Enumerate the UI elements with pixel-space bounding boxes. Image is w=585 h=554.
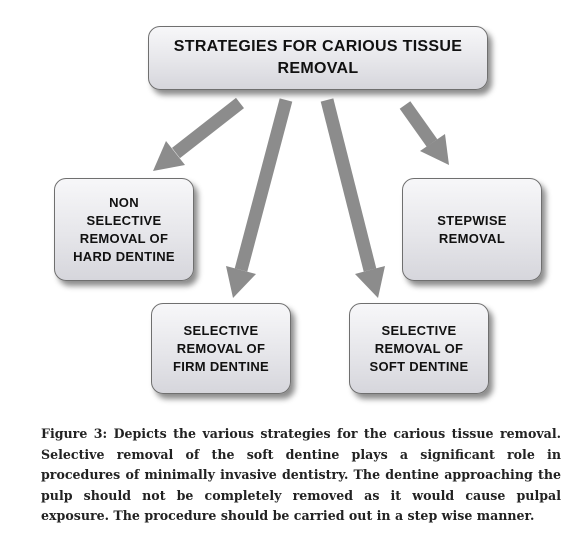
node-stepwise-label: STEPWISE REMOVAL [437, 212, 507, 246]
node-soft-dentine: SELECTIVE REMOVAL OF SOFT DENTINE [349, 303, 489, 394]
arrow-to-firm [226, 98, 293, 298]
node-firm-dentine: SELECTIVE REMOVAL OF FIRM DENTINE [151, 303, 291, 394]
arrow-to-stepwise [399, 101, 449, 165]
arrow-to-nonselective [153, 97, 245, 171]
arrows-layer [153, 97, 449, 298]
node-soft-label: SELECTIVE REMOVAL OF SOFT DENTINE [369, 322, 469, 374]
node-nonselective-label: NON SELECTIVE REMOVAL OF HARD DENTINE [73, 194, 175, 264]
root-node: STRATEGIES FOR CARIOUS TISSUE REMOVAL [148, 26, 488, 90]
node-stepwise-removal: STEPWISE REMOVAL [402, 178, 542, 281]
node-firm-label: SELECTIVE REMOVAL OF FIRM DENTINE [172, 322, 270, 374]
node-nonselective-removal: NON SELECTIVE REMOVAL OF HARD DENTINE [54, 178, 194, 281]
arrow-to-soft [320, 98, 385, 298]
strategy-diagram: STRATEGIES FOR CARIOUS TISSUE REMOVAL NO… [54, 26, 542, 394]
figure-caption: Figure 3: Depicts the various strategies… [41, 426, 561, 523]
root-node-label: STRATEGIES FOR CARIOUS TISSUE REMOVAL [173, 38, 463, 77]
